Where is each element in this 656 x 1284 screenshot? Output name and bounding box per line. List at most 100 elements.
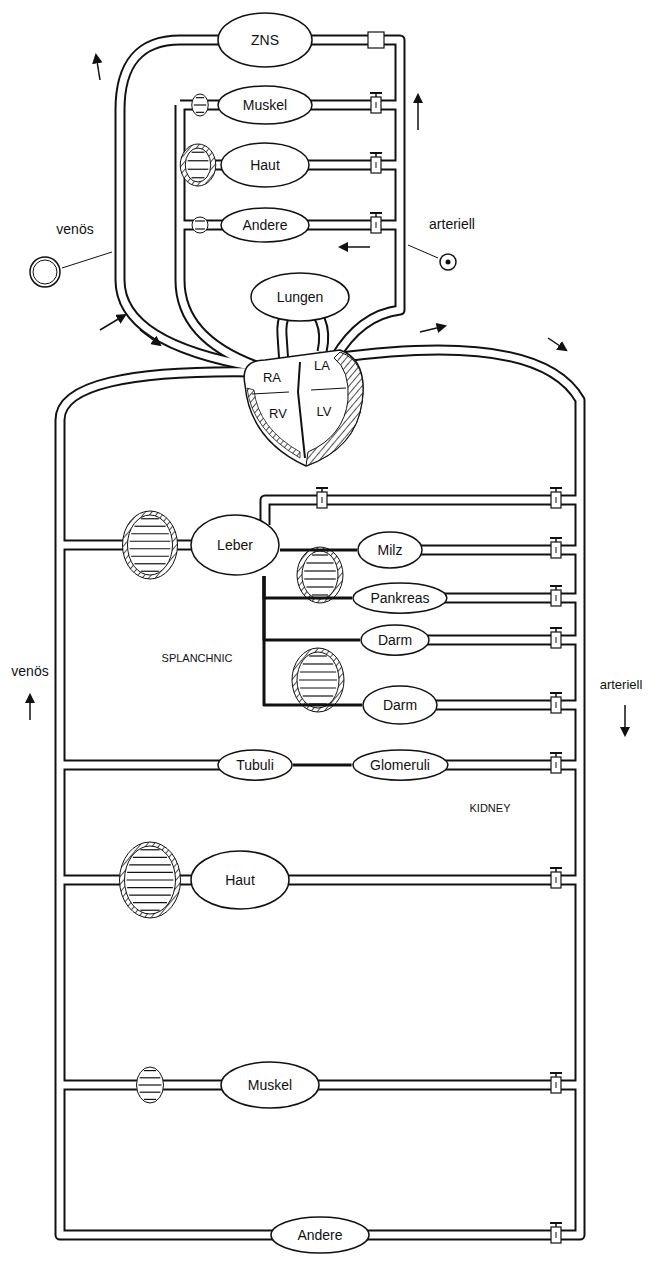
organ-label: Tubuli: [236, 757, 274, 773]
capillary-stroke: [134, 526, 165, 527]
capillary-stroke: [194, 104, 207, 105]
capillary-bed: [137, 1067, 164, 1103]
organ-label: Andere: [242, 217, 287, 233]
organ-node: Milz: [357, 531, 423, 569]
valve-mark: [322, 497, 323, 503]
capillary-stroke: [130, 548, 171, 549]
region-label: venös: [56, 222, 93, 237]
valve-symbol: [550, 628, 562, 648]
valve-stem: [555, 586, 557, 590]
capillary-stroke: [299, 679, 337, 680]
organ-outline: [353, 583, 447, 613]
valve-symbol: [550, 868, 562, 888]
valve-stem: [375, 213, 377, 217]
constant-flow-box: [368, 32, 384, 48]
valve-body: [371, 217, 381, 233]
capillary-stroke: [133, 902, 167, 903]
organ-node: Haut: [220, 142, 310, 188]
valve-mark: [376, 102, 377, 108]
capillary-outline: [185, 148, 211, 182]
valve-mark: [556, 595, 557, 601]
capillary-stroke: [312, 594, 328, 595]
valve-body: [551, 542, 561, 558]
valve-body: [551, 1227, 561, 1243]
flow-arrow: [417, 95, 419, 130]
organ-text-box: Haut: [220, 142, 310, 188]
organ-node: ZNS: [217, 12, 313, 68]
region-label: SPLANCHNIC: [162, 652, 233, 664]
vessel-connector: [293, 763, 352, 766]
flow-arrow: [624, 705, 626, 735]
capillary-outline: [137, 1067, 164, 1103]
valve-stem: [321, 488, 323, 492]
valve-mark: [556, 637, 557, 643]
capillary-stroke: [195, 228, 205, 229]
organ-outline: [191, 515, 279, 575]
organ-text-box: ZNS: [217, 12, 313, 68]
vessel-wall: [60, 350, 580, 1235]
organ-outline: [221, 208, 309, 242]
capillary-outline: [192, 217, 208, 233]
organ-node: Haut: [190, 850, 290, 910]
artery-section-inner: [446, 260, 451, 265]
capillary-stroke: [127, 872, 173, 873]
leader-line: [408, 245, 438, 258]
organ-outline: [218, 86, 312, 124]
capillary-stroke: [195, 220, 205, 221]
heart-outline: [244, 350, 363, 466]
vein-section-icon: [30, 257, 60, 287]
valve-body: [551, 757, 561, 773]
valve-stem: [375, 153, 377, 157]
capillary-stroke: [192, 177, 205, 178]
valve-body: [551, 697, 561, 713]
flow-arrow: [340, 246, 370, 248]
capillary-outline: [128, 515, 173, 575]
organ-text-box: Leber: [190, 514, 280, 576]
heart-drawing: [244, 350, 363, 466]
organ-node: Muskel: [220, 1061, 320, 1109]
flow-arrow: [100, 315, 125, 330]
right-ventricle-wall: [247, 388, 300, 458]
capillary-stroke: [196, 97, 204, 98]
region-label: KIDNEY: [470, 802, 511, 814]
valve-stem: [555, 1073, 557, 1077]
organ-text-box: Tubuli: [217, 749, 293, 781]
organ-label: Haut: [225, 872, 255, 888]
flow-arrow: [96, 55, 100, 80]
organ-node: Leber: [190, 514, 280, 576]
capillary-shade: [292, 648, 344, 712]
organ-node: Lungen: [250, 272, 350, 322]
region-label: arteriell: [600, 678, 643, 692]
valve-body: [371, 157, 381, 173]
valve-body: [551, 492, 561, 508]
valve-mark: [556, 1232, 557, 1238]
valve-stem: [555, 488, 557, 492]
capillary-stroke: [134, 563, 165, 564]
vessel-lumen: [265, 500, 580, 525]
valve-mark: [556, 1082, 557, 1088]
organ-label: Pankreas: [370, 590, 429, 606]
heart-septum: [298, 362, 305, 458]
organ-node: Muskel: [217, 85, 313, 125]
capillary-bed: [120, 842, 181, 918]
valve-mark: [376, 162, 377, 168]
organ-outline: [251, 273, 349, 321]
valve-stem: [555, 753, 557, 757]
valve-symbol: [550, 1223, 562, 1243]
valve-symbol: [370, 93, 382, 113]
organ-label: Muskel: [248, 1077, 292, 1093]
organ-node: Tubuli: [217, 749, 293, 781]
vessel-connector: [280, 549, 357, 552]
vessel-icons: [30, 245, 456, 287]
valve-symbol: [550, 488, 562, 508]
vessel-wall: [120, 40, 400, 368]
vessel-connector: [264, 576, 362, 705]
organ-outline: [218, 13, 312, 67]
organ-label: Haut: [250, 157, 280, 173]
capillary-stroke: [129, 895, 171, 896]
valve-stem: [375, 93, 377, 97]
valve-stem: [555, 868, 557, 872]
valve-mark: [556, 762, 557, 768]
flow-arrows: [30, 55, 625, 735]
organ-outline: [221, 1062, 319, 1108]
